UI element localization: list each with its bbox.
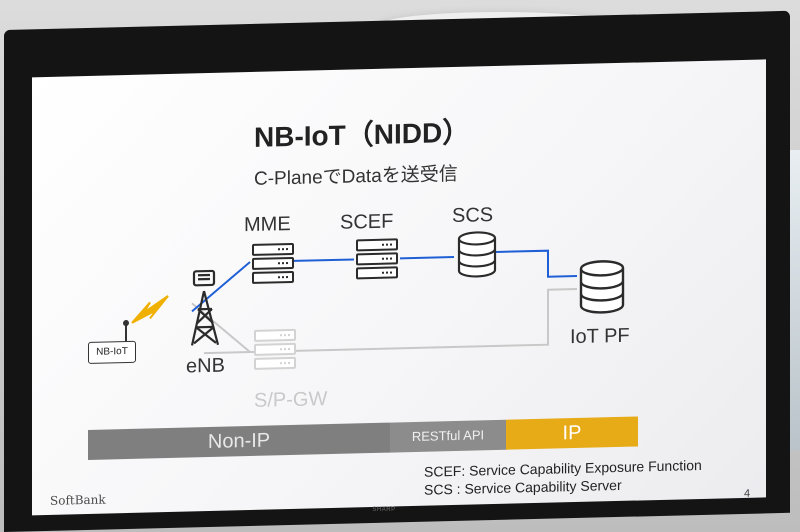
spgw-server-icon — [254, 328, 296, 372]
link-scs-iotpf — [496, 249, 577, 278]
iot-pf-label: IoT PF — [570, 324, 630, 349]
softbank-logo: SoftBank — [50, 492, 106, 508]
link-scef-scs — [400, 256, 454, 260]
scs-database-icon — [457, 231, 497, 278]
lightning-icon — [131, 295, 169, 324]
restful-api-bar: RESTful API — [390, 419, 506, 453]
mme-label: MME — [244, 212, 291, 237]
tower-icon — [190, 269, 220, 346]
nb-iot-device: NB-IoT — [88, 340, 136, 364]
iot-pf-database-icon — [579, 260, 625, 314]
link-spgw-iotpf — [204, 287, 577, 355]
scef-label: SCEF — [340, 210, 394, 234]
slide-screen: NB-IoT（NIDD） C-PlaneでDataを送受信 — [32, 59, 766, 516]
link-mme-scef — [294, 258, 354, 262]
ip-bar: IP — [506, 416, 638, 450]
scs-label: SCS — [452, 204, 494, 228]
page-number: 4 — [744, 487, 751, 500]
monitor-brand: SHARP — [372, 507, 396, 513]
spgw-label: S/P-GW — [254, 388, 328, 412]
scef-server-icon — [356, 238, 398, 281]
mme-server-icon — [252, 242, 294, 286]
enb-label: eNB — [186, 354, 225, 378]
monitor: NB-IoT（NIDD） C-PlaneでDataを送受信 — [4, 10, 790, 532]
network-links — [123, 249, 577, 355]
